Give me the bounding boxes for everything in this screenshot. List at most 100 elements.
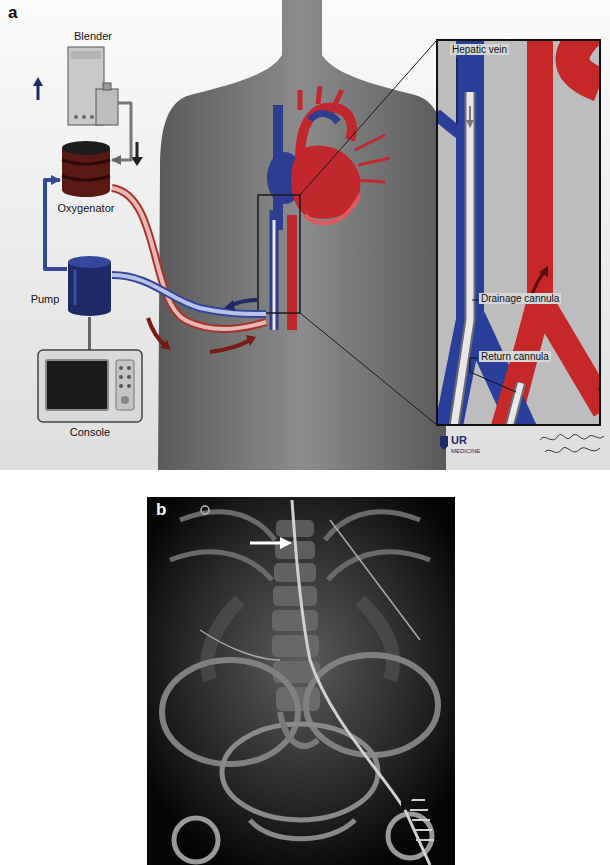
xray-panel [272,610,318,631]
xray-panel [174,818,218,862]
panel-letter: b [156,500,166,520]
leader-lines [457,58,458,124]
heart [355,135,390,182]
console-unit-shape [46,360,108,410]
oxygenator-cylinder-shape [62,160,110,180]
panel-a-background [0,0,610,470]
console-unit-shape [119,366,123,370]
inset-vessels [437,114,466,138]
xray-panel [306,655,438,755]
inset-vessels [573,40,601,85]
leader-lines [472,300,478,301]
zoom-frame [258,40,437,425]
inset-vessels [452,92,470,425]
body-vessels [270,210,279,330]
blender-unit-shape [71,51,101,59]
xray-panel [274,563,316,582]
panel-letter: a [8,3,17,23]
pump-cylinder-shape [68,256,111,268]
circuit-tubing [112,275,266,314]
circuit-tubing [112,188,266,329]
xray-panel [201,506,209,514]
part-label: Return cannula [479,351,551,362]
blender-unit-shape [96,89,118,125]
heart [300,86,342,110]
blood-tube [45,180,67,269]
flow-arrows [131,157,143,166]
circuit-tubing [112,188,266,329]
leader-lines [457,58,516,392]
console-unit-shape [127,366,131,370]
inset-vessels [466,120,474,128]
control-cable [88,317,91,350]
console-unit-shape [127,384,131,388]
pump-cylinder: Pump [67,255,112,317]
inset-frame [437,40,600,425]
xray-panel [401,799,412,812]
console-unit-shape [38,350,142,422]
heart [310,113,338,122]
logo-text: UR [451,434,467,446]
component-label: Blender [58,30,128,42]
xray-panel [292,500,430,865]
flow-arrows [33,77,43,86]
flow-arrows [246,335,256,346]
inset-vessels [469,106,471,122]
console-unit-shape [119,384,123,388]
xray-panel [280,712,318,746]
flow-arrows [33,77,258,352]
xray-panel [147,497,455,865]
console-unit-shape [116,360,134,410]
console-unit-shape [119,375,123,379]
flow-arrows [160,340,171,350]
console-unit-shape [38,350,142,422]
component-label: Oxygenator [46,202,126,214]
logo-text: MEDICINE [451,448,480,454]
xray-panel [207,600,393,680]
zoom-frame [300,40,437,425]
xray-panel [162,500,438,865]
logo-shield [440,436,448,450]
oxygenator-cylinder-shape [60,140,112,198]
oxygenator-cylinder-shape [62,183,110,197]
xray-panel [250,820,355,839]
part-label: Drainage cannula [479,293,561,304]
blender-unit-shape [103,83,111,90]
signature-scribble [540,434,604,452]
blender-unit-shape [68,47,118,127]
flow-arrows [230,300,258,306]
torso-silhouette [158,0,446,470]
logo-shield [440,436,448,450]
oxygenator-cylinder: Oxygenator [60,140,112,198]
oxygenator-cylinder-shape [62,141,110,155]
signature-scribble [545,448,600,453]
xray-panel [147,497,455,865]
flow-arrows [224,300,235,311]
blender-unit-shape [82,115,86,119]
inset-vessels [506,383,521,425]
heart [305,195,360,223]
signature-scribble [540,434,604,440]
xray-panel [280,537,292,549]
blender-unit-shape [90,115,94,119]
xray-panel [200,520,420,660]
console-unit-shape [127,375,131,379]
heart [267,86,390,230]
inset-vessels [437,40,600,425]
pump-cylinder-shape [74,270,77,305]
pump-cylinder-shape [68,262,111,310]
blender-unit-shape [74,115,78,119]
circuit-tubing [112,275,266,314]
xray-panel [272,635,319,657]
flow-arrows [37,84,40,100]
inset-vessels [506,383,521,425]
xray-panel [273,586,317,606]
component-label: Console [38,426,142,438]
body-vessels [274,210,292,330]
inset-vessels [498,312,536,425]
xray-panel [406,786,420,805]
part-label: Hepatic vein [450,44,509,55]
panel-a-background [0,0,610,470]
pump-cylinder-shape [67,255,112,317]
